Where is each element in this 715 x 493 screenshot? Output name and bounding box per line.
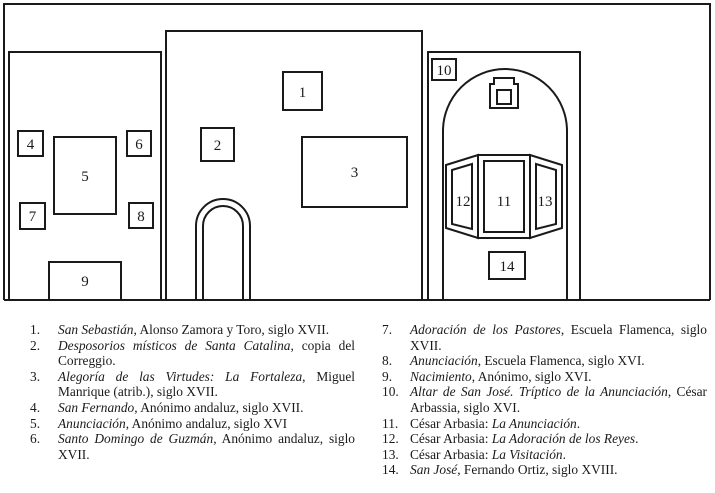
legend-item: 8.Anunciación, Escuela Flamenca, siglo X… bbox=[382, 353, 645, 369]
svg-text:11: 11 bbox=[497, 194, 511, 210]
legend-item: 5.Anunciación, Anónimo andaluz, siglo XV… bbox=[30, 415, 288, 431]
panel-11: 11 bbox=[497, 194, 511, 210]
svg-text:10: 10 bbox=[437, 63, 452, 79]
legend-item: 2.Desposorios místicos de Santa Catalina… bbox=[30, 337, 355, 369]
legend-item: 7.Adoración de los Pastores, Escuela Fla… bbox=[382, 322, 707, 353]
legend-item: 3.Alegoría de las Virtudes: La Fortaleza… bbox=[30, 368, 355, 400]
altar-niche bbox=[442, 68, 568, 300]
triptych-right-inner bbox=[535, 162, 557, 231]
legend-item: 12.César Arbasia: La Adoración de los Re… bbox=[382, 431, 639, 447]
svg-text:5: 5 bbox=[81, 169, 89, 185]
legend-item: 1.San Sebastián, Alonso Zamora y Toro, s… bbox=[30, 322, 330, 337]
legend-right-column: 7.Adoración de los Pastores, Escuela Fla… bbox=[382, 322, 707, 478]
legend-item: 14.San José, Fernando Ortiz, siglo XVIII… bbox=[382, 462, 618, 478]
doorway-arch-inner bbox=[202, 205, 244, 300]
panel-13: 13 bbox=[538, 194, 553, 210]
panel-8: 8 bbox=[128, 202, 154, 229]
legend-item: 11.César Arbasia: La Anunciación. bbox=[382, 415, 581, 431]
triptych-left-inner bbox=[451, 162, 473, 231]
svg-text:12: 12 bbox=[456, 194, 471, 210]
right-wall bbox=[427, 51, 581, 301]
legend-item: 9.Nacimiento, Anónimo, siglo XVI. bbox=[382, 368, 592, 384]
svg-text:2: 2 bbox=[214, 138, 222, 154]
legend-item: 6.Santo Domingo de Guzmán, Anónimo andal… bbox=[30, 431, 355, 462]
svg-text:8: 8 bbox=[137, 209, 145, 225]
svg-text:14: 14 bbox=[500, 259, 516, 275]
wall-elevation-diagram: 1 2 3 4 5 6 7 8 9 10 11 12 13 bbox=[3, 3, 711, 301]
svg-text:6: 6 bbox=[135, 137, 143, 153]
panel-5: 5 bbox=[53, 136, 117, 215]
panel-9: 9 bbox=[48, 261, 122, 301]
panel-6: 6 bbox=[126, 130, 152, 157]
svg-text:7: 7 bbox=[29, 209, 37, 225]
panel-4: 4 bbox=[17, 130, 44, 157]
triptych-center-outer bbox=[477, 154, 531, 239]
svg-text:4: 4 bbox=[27, 137, 35, 153]
panel-2: 2 bbox=[200, 127, 235, 162]
triptych-center-inner bbox=[483, 160, 525, 233]
legend-item: 13.César Arbasia: La Visitación. bbox=[382, 446, 566, 462]
panel-10: 10 bbox=[431, 58, 457, 81]
doorway-arch-outer bbox=[195, 198, 251, 300]
svg-text:9: 9 bbox=[81, 274, 89, 290]
panel-7: 7 bbox=[19, 202, 46, 230]
svg-text:3: 3 bbox=[351, 165, 359, 181]
svg-text:13: 13 bbox=[538, 194, 553, 210]
panel-3: 3 bbox=[301, 136, 408, 208]
legend-item: 10.Altar de San José. Tríptico de la Anu… bbox=[382, 384, 708, 415]
center-wall bbox=[165, 30, 423, 301]
altar-top-inner bbox=[496, 89, 512, 105]
svg-text:1: 1 bbox=[299, 85, 307, 101]
altar-top-frame bbox=[489, 77, 519, 109]
panel-1: 1 bbox=[282, 71, 323, 111]
legend-item: 4.San Fernando, Anónimo andaluz, siglo X… bbox=[30, 399, 304, 415]
outer-frame bbox=[3, 3, 711, 300]
legend-left-column: 1.San Sebastián, Alonso Zamora y Toro, s… bbox=[30, 322, 355, 462]
panel-14: 14 bbox=[488, 251, 526, 280]
panel-12: 12 bbox=[456, 194, 471, 210]
